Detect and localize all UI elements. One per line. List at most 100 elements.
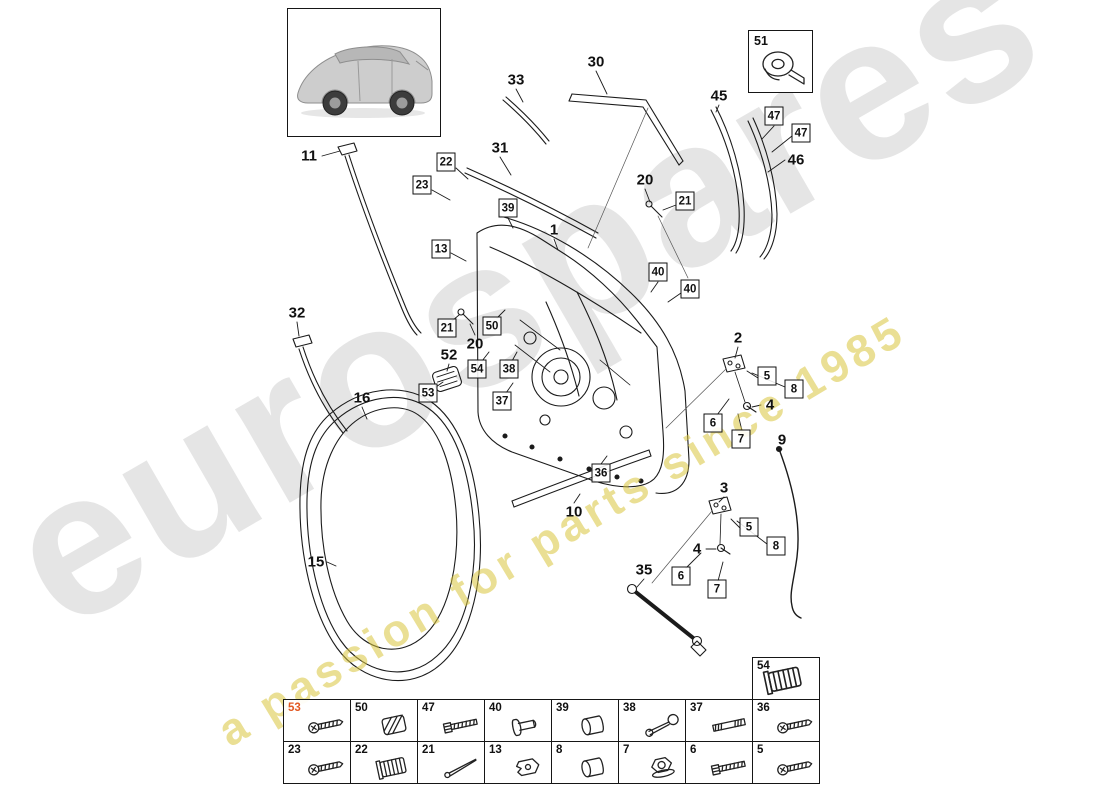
callout-31[interactable]: 31 <box>491 139 509 157</box>
parts-cell-7[interactable]: 7 <box>618 741 686 784</box>
parts-cell-21[interactable]: 21 <box>417 741 485 784</box>
callout-box-40-b[interactable]: 40 <box>680 279 700 299</box>
part-number: 40 <box>489 702 502 714</box>
part-molding-10 <box>511 449 652 508</box>
parts-cell-5[interactable]: 5 <box>752 741 820 784</box>
part-number: 5 <box>757 744 764 756</box>
part-screw-20-lower <box>457 308 474 325</box>
parts-cell-23[interactable]: 23 <box>283 741 351 784</box>
parts-cell-8[interactable]: 8 <box>551 741 619 784</box>
part-number: 23 <box>288 744 301 756</box>
callout-10[interactable]: 10 <box>565 503 583 521</box>
callout-box-5-lower[interactable]: 5 <box>739 517 759 537</box>
parts-cell-6[interactable]: 6 <box>685 741 753 784</box>
vehicle-inset <box>287 8 441 137</box>
part-number: 47 <box>422 702 435 714</box>
part-number: 54 <box>757 660 770 672</box>
clip-icon <box>506 750 551 784</box>
parts-cell-40[interactable]: 40 <box>484 699 552 742</box>
parts-cell-22[interactable]: 22 <box>350 741 418 784</box>
callout-1[interactable]: 1 <box>549 221 559 239</box>
plug-cap-icon <box>573 708 618 742</box>
part-strip-31 <box>464 167 599 239</box>
callout-2[interactable]: 2 <box>733 329 743 347</box>
callout-4-lower[interactable]: 4 <box>692 540 702 558</box>
plug-cap-icon <box>573 750 618 784</box>
flange-nut-icon <box>640 750 685 784</box>
callout-15[interactable]: 15 <box>307 553 325 571</box>
part-number: 7 <box>623 744 630 756</box>
callout-33[interactable]: 33 <box>507 71 525 89</box>
hex-bolt-icon <box>707 750 752 784</box>
parts-cell-13[interactable]: 13 <box>484 741 552 784</box>
stud-bolt-icon <box>707 708 752 742</box>
callout-35[interactable]: 35 <box>635 561 653 579</box>
callout-box-5-upper[interactable]: 5 <box>757 366 777 386</box>
callout-30[interactable]: 30 <box>587 53 605 71</box>
part-number: 39 <box>556 702 569 714</box>
callout-20-upper[interactable]: 20 <box>636 171 654 189</box>
callout-box-40-a[interactable]: 40 <box>648 262 668 282</box>
parts-cell-50[interactable]: 50 <box>350 699 418 742</box>
adhesive-tape-icon <box>762 51 805 85</box>
callout-box-6-upper[interactable]: 6 <box>703 413 723 433</box>
callout-box-23[interactable]: 23 <box>412 175 432 195</box>
part-strip-32 <box>292 334 348 434</box>
parts-cell-53[interactable]: 53 <box>283 699 351 742</box>
callout-32[interactable]: 32 <box>288 304 306 322</box>
parts-cell-38[interactable]: 38 <box>618 699 686 742</box>
callout-4-upper[interactable]: 4 <box>765 396 775 414</box>
part-number: 22 <box>355 744 368 756</box>
part-number: 53 <box>288 702 301 714</box>
callout-3[interactable]: 3 <box>719 479 729 497</box>
part-strip-33 <box>502 96 550 145</box>
part-number: 21 <box>422 744 435 756</box>
part-trim-45 <box>710 106 745 254</box>
callout-box-53[interactable]: 53 <box>418 383 438 403</box>
part-rod-35 <box>626 583 707 657</box>
callout-11[interactable]: 11 <box>301 147 317 165</box>
part-hinge-3 <box>708 496 732 555</box>
callout-45[interactable]: 45 <box>710 87 728 105</box>
callout-20-lower[interactable]: 20 <box>466 335 484 353</box>
part-grille-52 <box>432 365 462 393</box>
parts-cell-54[interactable]: 54 <box>752 657 820 700</box>
callout-box-8-upper[interactable]: 8 <box>784 379 804 399</box>
callout-46[interactable]: 46 <box>787 151 805 169</box>
parts-cell-47[interactable]: 47 <box>417 699 485 742</box>
parts-cell-36[interactable]: 36 <box>752 699 820 742</box>
part-number: 50 <box>355 702 368 714</box>
callout-box-39[interactable]: 39 <box>498 198 518 218</box>
callout-16[interactable]: 16 <box>353 389 371 407</box>
part-door-seal-16 <box>320 407 458 650</box>
callout-box-8-lower[interactable]: 8 <box>766 536 786 556</box>
callout-box-21-lower[interactable]: 21 <box>437 318 457 338</box>
callout-box-47-a[interactable]: 47 <box>764 106 784 126</box>
callout-box-6-lower[interactable]: 6 <box>671 566 691 586</box>
parts-legend-table: 54 53 50 47 40 39 38 37 <box>283 657 821 785</box>
callout-box-47-b[interactable]: 47 <box>791 123 811 143</box>
callout-box-37[interactable]: 37 <box>492 391 512 411</box>
callout-box-50[interactable]: 50 <box>482 316 502 336</box>
callout-box-13[interactable]: 13 <box>431 239 451 259</box>
callout-52[interactable]: 52 <box>440 346 458 364</box>
part-number: 36 <box>757 702 770 714</box>
callout-box-21-upper[interactable]: 21 <box>675 191 695 211</box>
pan-head-screw-icon <box>305 750 350 784</box>
callout-box-22[interactable]: 22 <box>436 152 456 172</box>
part-number: 6 <box>690 744 697 756</box>
callout-box-38[interactable]: 38 <box>499 359 519 379</box>
callout-9[interactable]: 9 <box>777 431 787 449</box>
rivet-icon <box>506 708 551 742</box>
parts-cell-37[interactable]: 37 <box>685 699 753 742</box>
callout-box-7-lower[interactable]: 7 <box>707 579 727 599</box>
tape-part-box[interactable]: 51 <box>748 30 813 93</box>
callout-box-36[interactable]: 36 <box>591 463 611 483</box>
parts-cell-39[interactable]: 39 <box>551 699 619 742</box>
callout-box-7-upper[interactable]: 7 <box>731 429 751 449</box>
pan-head-screw-icon <box>305 708 350 742</box>
callout-box-54[interactable]: 54 <box>467 359 487 379</box>
part-number: 8 <box>556 744 563 756</box>
